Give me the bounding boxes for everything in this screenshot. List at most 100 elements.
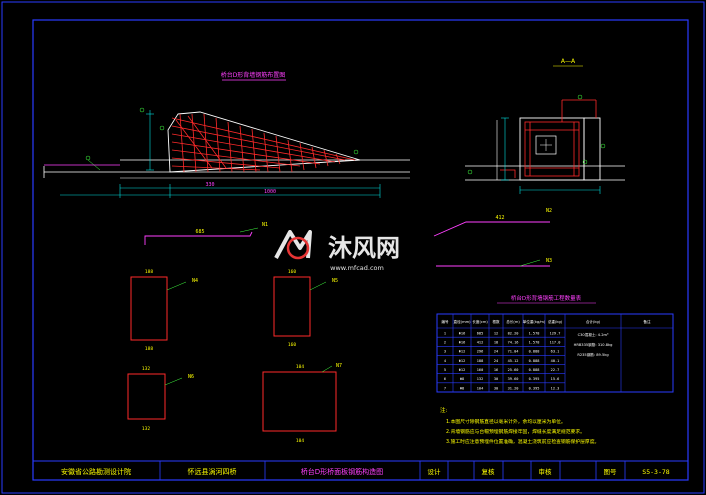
table-cell: Φ12 — [459, 350, 466, 354]
stirrup-n7-bottom: 104 — [296, 438, 304, 444]
rebar-grid — [171, 113, 356, 173]
table-cell: 1 — [444, 331, 446, 335]
section-rebar — [500, 99, 597, 178]
table-cell: 45.12 — [508, 359, 519, 363]
watermark-url: www.mfcad.com — [330, 264, 384, 272]
sheet-label: 图号 — [604, 468, 618, 476]
table-cell: 31.20 — [508, 386, 519, 390]
bar-len-1: 685 — [195, 229, 204, 235]
institute-name: 安徽省公路勘测设计院 — [61, 467, 131, 476]
table-header-cell: 编号 — [441, 319, 449, 324]
elevation-view: 桥台D形背墙钢筋布置图 — [43, 71, 410, 198]
table-header-cell: 长度(cm) — [472, 319, 488, 324]
table-cell: 296 — [477, 350, 484, 354]
table-cell: 30 — [494, 377, 498, 381]
table-grid — [437, 314, 673, 392]
elevation-callouts — [85, 107, 359, 171]
table-cell: 74.16 — [508, 341, 519, 345]
table-cell: 188 — [477, 359, 484, 363]
table-cell: 30 — [494, 386, 498, 390]
table-cell: 0.888 — [529, 350, 540, 354]
watermark-brand: 沐风网 — [328, 234, 400, 262]
table-cell: 24 — [494, 350, 498, 354]
table-cell: 24 — [494, 359, 498, 363]
bar-tag-n3: N3 — [546, 258, 552, 264]
project-name: 怀远县涡河四桥 — [188, 467, 237, 476]
title-block: 安徽省公路勘测设计院 怀远县涡河四桥 桥台D形桥面板钢筋构造图 设计 复核 审核… — [33, 460, 688, 480]
stirrup-n6-width: 132 — [142, 366, 150, 372]
section-callouts — [467, 94, 606, 175]
span-label-2: 1000 — [264, 189, 276, 195]
stirrup-n4 — [130, 276, 168, 341]
section-bearing — [535, 135, 557, 155]
backwall-outline — [167, 111, 361, 173]
table-cell: 16 — [494, 368, 498, 372]
table-header-cell: 根数 — [492, 319, 500, 324]
section-dims — [501, 117, 601, 194]
table-cell: Φ8 — [460, 377, 464, 381]
bar-tag-n1: N1 — [262, 222, 268, 228]
table-frame — [436, 313, 674, 393]
note-item: 1.本图尺寸除钢筋直径以毫米计外，余均以厘米为单位。 — [446, 418, 566, 425]
table-cell: 40.1 — [551, 359, 560, 363]
table-cell: 2 — [444, 341, 446, 345]
table-total: C30混凝土: 4.2m³ — [578, 332, 609, 337]
stirrup-n6-bottom: 132 — [142, 426, 150, 432]
section-title: A—A — [561, 58, 576, 65]
table-cell: 129.7 — [550, 331, 561, 335]
table-cell: 25.60 — [508, 368, 519, 372]
table-header-cell: 合计(kg) — [586, 319, 601, 324]
table-cell: 685 — [477, 331, 484, 335]
design-label: 设计 — [428, 467, 442, 476]
table-total: R235钢筋: 89.5kg — [577, 352, 608, 357]
table-header-cell: 单位重(kg/m) — [523, 319, 546, 324]
stirrup-n4-width: 188 — [145, 269, 153, 275]
watermark: 沐风网 www.mfcad.com — [274, 230, 400, 272]
table-cell: 0.888 — [529, 359, 540, 363]
table-cell: 160 — [477, 368, 484, 372]
drawing-title: 桥台D形桥面板钢筋构造图 — [301, 467, 383, 476]
stirrup-n5-tag: N5 — [332, 278, 338, 284]
table-cell: 1.578 — [529, 331, 540, 335]
table-cell: 132 — [477, 377, 484, 381]
table-cell: 0.395 — [529, 386, 540, 390]
stirrup-n5-bottom: 160 — [288, 342, 296, 348]
section-view: A—A — [465, 58, 625, 194]
table-header-cell: 直径(mm) — [454, 319, 472, 324]
bar-shape-n2-top — [433, 221, 550, 237]
table-cell: 6 — [444, 377, 446, 381]
table-cell: 3 — [444, 350, 446, 354]
table-cell: 412 — [477, 341, 484, 345]
bar-shapes: 685 N1 412 N2 N3 188 188 N4 160 160 N5 1… — [127, 208, 552, 444]
table-cell: 12.3 — [551, 386, 560, 390]
notes-block: 注: 1.本图尺寸除钢筋直径以毫米计外，余均以厘米为单位。 2.背墙钢筋应与台帽… — [440, 406, 599, 445]
table-header-cell: 总重(kg) — [548, 319, 563, 324]
table-cell: 0.888 — [529, 368, 540, 372]
table-header-cell: 总长(m) — [506, 319, 520, 324]
table-cell: Φ12 — [459, 368, 466, 372]
table-cell: 104 — [477, 386, 484, 390]
table-cells: 编号直径(mm)长度(cm) 根数 总长(m)单位重(kg/m)总重(kg) 合计(k… — [441, 319, 651, 390]
table-cell: 71.04 — [508, 350, 519, 354]
notes-heading: 注: — [440, 406, 448, 414]
table-cell: 15.6 — [551, 377, 560, 381]
table-cell: 63.1 — [551, 350, 560, 354]
table-cell: 82.20 — [508, 331, 519, 335]
bar-shape-n1 — [144, 231, 253, 245]
stirrup-n6-tag: N6 — [188, 374, 194, 380]
table-cell: Φ12 — [459, 359, 466, 363]
table-cell: 12 — [494, 331, 498, 335]
note-item: 2.背墙钢筋应与台帽预埋钢筋焊接牢固，焊缝长度满足规范要求。 — [446, 428, 585, 435]
table-cell: 117.0 — [550, 341, 561, 345]
inner-frame — [32, 19, 689, 481]
stirrup-n7-tag: N7 — [336, 363, 342, 369]
stirrup-n5 — [273, 276, 311, 337]
check-label: 复核 — [482, 467, 496, 476]
table-header-cell: 备注 — [643, 319, 651, 324]
bar-len-2: 412 — [495, 215, 504, 221]
elevation-dims — [60, 110, 381, 198]
sheet-number: S5-3-78 — [642, 468, 669, 476]
stirrup-n6 — [127, 373, 166, 420]
